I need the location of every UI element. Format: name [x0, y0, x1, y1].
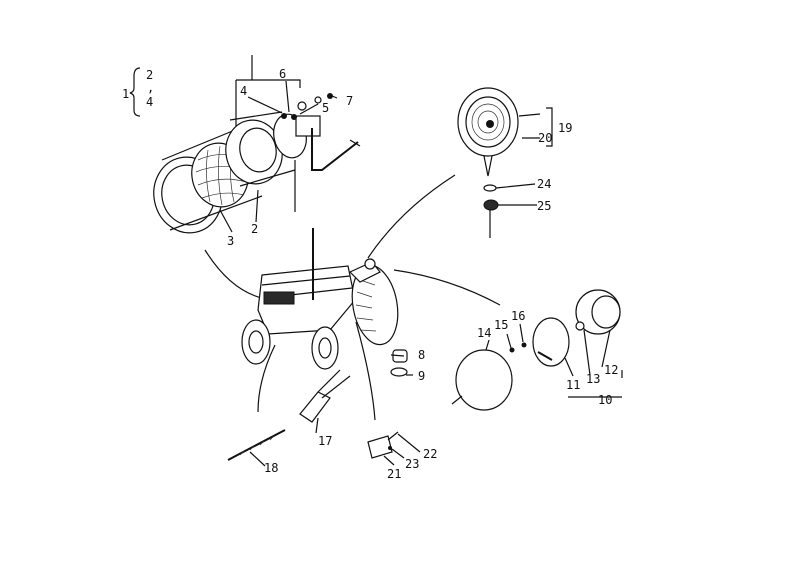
- rear-lamp-14: [455, 349, 513, 411]
- callout-13: 13: [586, 372, 600, 386]
- rear-lamp-14-stud: [451, 395, 463, 405]
- front-hub-left: [248, 330, 264, 354]
- switch-assembly: [227, 369, 351, 461]
- callout-25: 25: [537, 199, 551, 213]
- bracket-screw-22: [387, 431, 399, 441]
- rear-tire-tread: [355, 279, 377, 332]
- nut-16: [521, 342, 527, 348]
- washer-15: [509, 347, 515, 353]
- nut-7: [327, 93, 333, 99]
- connector-switch: [257, 344, 276, 413]
- callout-21: 21: [387, 467, 401, 481]
- callout-10: 10: [598, 393, 612, 407]
- callout-2-reflector: 2: [251, 222, 258, 236]
- callout-18: 18: [264, 461, 278, 475]
- connector-plug: [355, 321, 376, 421]
- rear-lamp-12-lens: [591, 295, 621, 329]
- work-lamp-lens-rings: [471, 103, 505, 141]
- rear-lamp-bracket-10: [568, 370, 623, 398]
- seal-9: [390, 367, 408, 377]
- reflector-inner: [239, 127, 277, 173]
- callout-labels: 3 2 4 6 5 7 8 9 10 11 12 13 14 15 16 17 …: [227, 67, 618, 481]
- bulb-socket: [295, 115, 321, 137]
- group-key-child-2: 4: [146, 95, 153, 109]
- work-lamp-mount: [364, 258, 376, 270]
- rod-end: [349, 139, 361, 147]
- callout-7: 7: [346, 94, 353, 108]
- front-hub-right: [318, 337, 332, 359]
- callout-15: 15: [494, 318, 508, 332]
- mounting-rod: [311, 128, 359, 171]
- group-key-parent: 1: [122, 87, 129, 101]
- washer-7: [314, 96, 322, 104]
- group-key-brace: [129, 67, 141, 117]
- callout-11: 11: [566, 378, 580, 392]
- rim-edge-lines: [161, 129, 263, 231]
- callout-17: 17: [318, 434, 332, 448]
- group-key: 1 2 , 4: [122, 67, 154, 117]
- callout-12: 12: [604, 363, 618, 377]
- connector-rear-lamps: [393, 269, 501, 306]
- group-key-child-1: 2: [146, 68, 153, 82]
- rear-lamps: [451, 289, 623, 411]
- group-key-separator: ,: [147, 81, 154, 95]
- work-lamp-stem: [483, 155, 493, 177]
- callout-3: 3: [227, 234, 234, 248]
- switch-leads: [317, 369, 351, 399]
- reflector-edge-lines: [229, 111, 296, 187]
- bulb-part-5: [291, 114, 297, 120]
- callout-24: 24: [537, 177, 551, 191]
- bracket-nut-23: [388, 446, 392, 450]
- cable-18-spring: [239, 435, 275, 456]
- connector-work-lamp: [367, 174, 456, 259]
- callout-16: 16: [511, 309, 525, 323]
- work-lamp-nut-25: [483, 199, 499, 211]
- tractor: [241, 228, 399, 370]
- work-lamp-bulb: [486, 120, 494, 128]
- callout-19: 19: [558, 121, 572, 135]
- tractor-grille: [263, 291, 295, 305]
- cable-18: [227, 429, 286, 461]
- callout-4: 4: [240, 84, 247, 98]
- callout-14: 14: [477, 326, 491, 340]
- callout-leaders: [219, 80, 611, 467]
- work-lamp-washer-24: [483, 184, 497, 192]
- rear-lamp-11-bracket: [537, 351, 553, 361]
- work-lamp: [457, 87, 519, 238]
- lens-grid: [195, 145, 247, 206]
- headlamp-assembly: [153, 55, 361, 234]
- callout-20: 20: [538, 131, 552, 145]
- bracket-21: [367, 435, 393, 459]
- callout-5: 5: [322, 101, 329, 115]
- assembly-bracket: [236, 55, 301, 88]
- bulb-part-6: [297, 101, 307, 111]
- switch-17: [299, 391, 331, 423]
- plug-parts: [390, 349, 408, 377]
- bulb-part-4: [281, 113, 287, 119]
- bulb-13: [575, 321, 585, 331]
- bracket-parts: [367, 431, 399, 459]
- callout-6: 6: [279, 67, 286, 81]
- connector-front-lamp: [204, 249, 263, 299]
- callout-22: 22: [423, 447, 437, 461]
- callout-9: 9: [418, 369, 425, 383]
- callout-8: 8: [418, 348, 425, 362]
- callout-23: 23: [405, 457, 419, 471]
